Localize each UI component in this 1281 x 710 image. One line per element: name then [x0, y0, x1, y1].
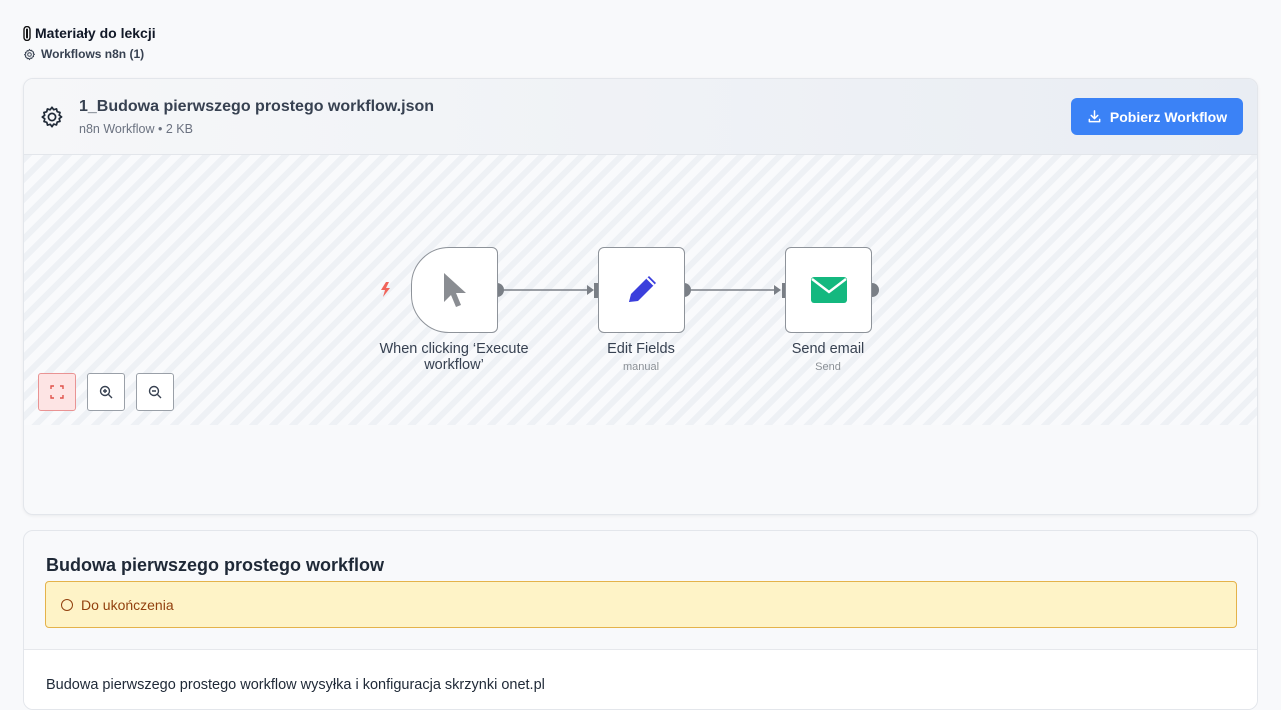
workflows-subtitle-text: Workflows n8n (1) [41, 47, 145, 61]
trigger-node-label: When clicking ‘Execute workflow’ [354, 341, 554, 373]
status-badge: Do ukończenia [45, 581, 1237, 628]
download-workflow-label: Pobierz Workflow [1109, 108, 1228, 125]
workflow-card: 1_Budowa pierwszego prostego workflow.js… [23, 78, 1258, 515]
workflow-canvas[interactable]: When clicking ‘Execute workflow’ Edit Fi… [24, 155, 1257, 425]
download-workflow-button[interactable]: Pobierz Workflow [1071, 98, 1243, 135]
lesson-description: Budowa pierwszego prostego workflow wysy… [46, 677, 545, 693]
workflow-card-header: 1_Budowa pierwszego prostego workflow.js… [24, 79, 1257, 155]
download-icon [1088, 110, 1101, 123]
status-text: Do ukończenia [81, 596, 174, 613]
node-label-line: workflow’ [424, 357, 484, 373]
gear-icon [41, 106, 63, 128]
workflows-subtitle: Workflows n8n (1) [23, 47, 156, 61]
pencil-icon [628, 276, 656, 302]
send-email-node[interactable] [785, 247, 872, 333]
input-port [782, 283, 786, 298]
gear-icon [24, 48, 35, 60]
edit-fields-node-subtitle: manual [622, 361, 660, 373]
trigger-bolt-icon [381, 282, 390, 297]
lesson-title: Budowa pierwszego prostego workflow [46, 555, 385, 575]
input-port [594, 283, 598, 298]
zoom-out-icon [148, 385, 162, 399]
workflow-file-meta: n8n Workflow • 2 KB [79, 122, 193, 136]
lesson-card: Budowa pierwszego prostego workflow Do u… [23, 530, 1258, 710]
envelope-icon [810, 277, 847, 303]
lesson-description-panel: Budowa pierwszego prostego workflow wysy… [24, 649, 1257, 709]
edit-fields-node-label: Edit Fields [607, 341, 675, 357]
materials-title: Materiały do lekcji [23, 25, 156, 41]
fit-view-icon [50, 385, 64, 399]
send-email-node-label: Send email [791, 341, 865, 357]
send-email-node-subtitle: Send [815, 361, 841, 373]
zoom-in-icon [99, 385, 113, 399]
connection-arrow [587, 285, 594, 295]
connection-arrow [774, 285, 781, 295]
circle-icon [61, 598, 73, 611]
zoom-out-button[interactable] [136, 373, 174, 411]
fit-view-button[interactable] [38, 373, 76, 411]
trigger-node[interactable] [411, 247, 498, 333]
edit-fields-node[interactable] [598, 247, 685, 333]
node-label-line: When clicking ‘Execute [379, 341, 529, 357]
workflow-file-name: 1_Budowa pierwszego prostego workflow.js… [79, 98, 435, 115]
materials-title-text: Materiały do lekcji [35, 25, 156, 41]
paperclip-icon [23, 25, 31, 41]
materials-header: Materiały do lekcji Workflows n8n (1) [23, 25, 156, 61]
zoom-in-button[interactable] [87, 373, 125, 411]
cursor-icon [443, 273, 466, 307]
